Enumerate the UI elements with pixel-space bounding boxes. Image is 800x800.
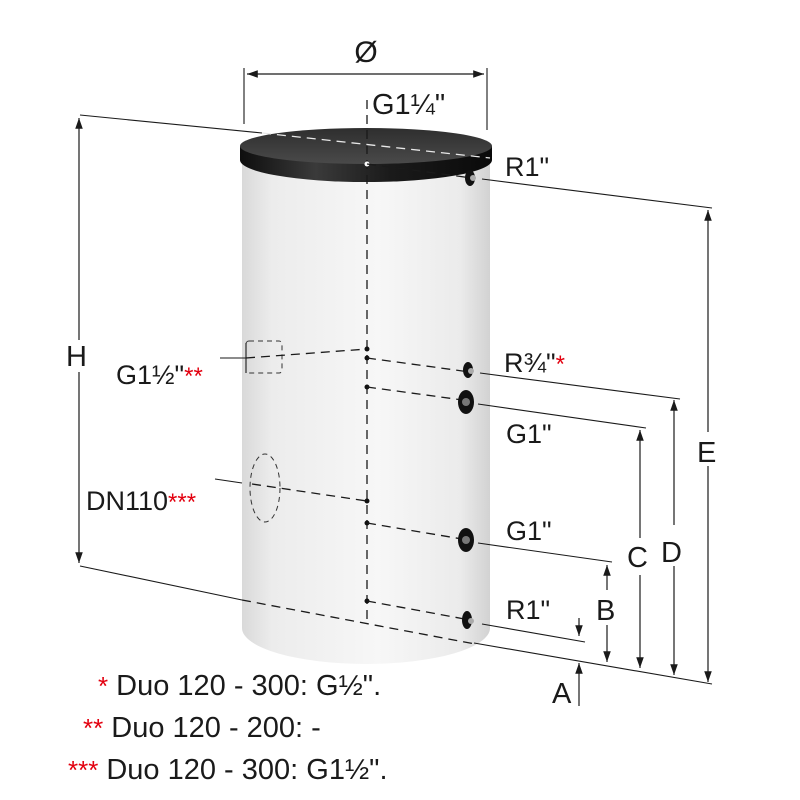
tank-body [242, 155, 490, 664]
label-e: E [697, 437, 716, 469]
label-d: D [661, 537, 682, 569]
top-reference-line [79, 114, 263, 134]
footnotes: *Duo 120 - 300: G½". **Duo 120 - 200: - … [68, 670, 388, 786]
dimension-b: B [596, 565, 615, 662]
label-c: C [627, 542, 648, 574]
port-r34 [463, 362, 473, 378]
label-dn110: DN110*** [86, 486, 196, 516]
left-connections: G1½"** DN110*** [86, 340, 370, 523]
footnote-3: ***Duo 120 - 300: G1½". [68, 754, 388, 786]
dimension-c: C [627, 430, 648, 668]
dimension-e: E [697, 210, 716, 682]
tank [240, 128, 492, 664]
label-b: B [596, 595, 615, 627]
dimension-a: A [552, 618, 583, 710]
label-r1-bottom: R1" [506, 595, 550, 625]
footnote-1: *Duo 120 - 300: G½". [98, 670, 381, 702]
bottom-ground-line [473, 642, 713, 685]
label-g1-lower: G1" [506, 516, 552, 546]
footnote-2: **Duo 120 - 200: - [83, 712, 321, 744]
top-connection-label: G1¼" [372, 89, 445, 121]
bottom-left-line [79, 565, 243, 601]
top-cap-dash [261, 132, 491, 159]
label-a: A [552, 678, 572, 710]
port-dn110-hidden [249, 453, 281, 523]
tank-cap-top [240, 128, 492, 164]
right-connections: R1" R¾"* G1" G1" R1" [364, 152, 713, 643]
port-r1-bottom [462, 611, 472, 629]
label-r1-top: R1" [505, 152, 549, 182]
label-h: H [66, 341, 87, 373]
label-g1-upper: G1" [506, 419, 552, 449]
diameter-label: Ø [354, 36, 377, 69]
diameter-dimension: Ø [243, 36, 488, 130]
bottom-dash [241, 599, 476, 645]
height-dimension: H [66, 118, 87, 563]
label-g112: G1½"** [116, 360, 203, 390]
label-r34: R¾"* [504, 348, 565, 378]
dimension-d: D [661, 400, 682, 675]
